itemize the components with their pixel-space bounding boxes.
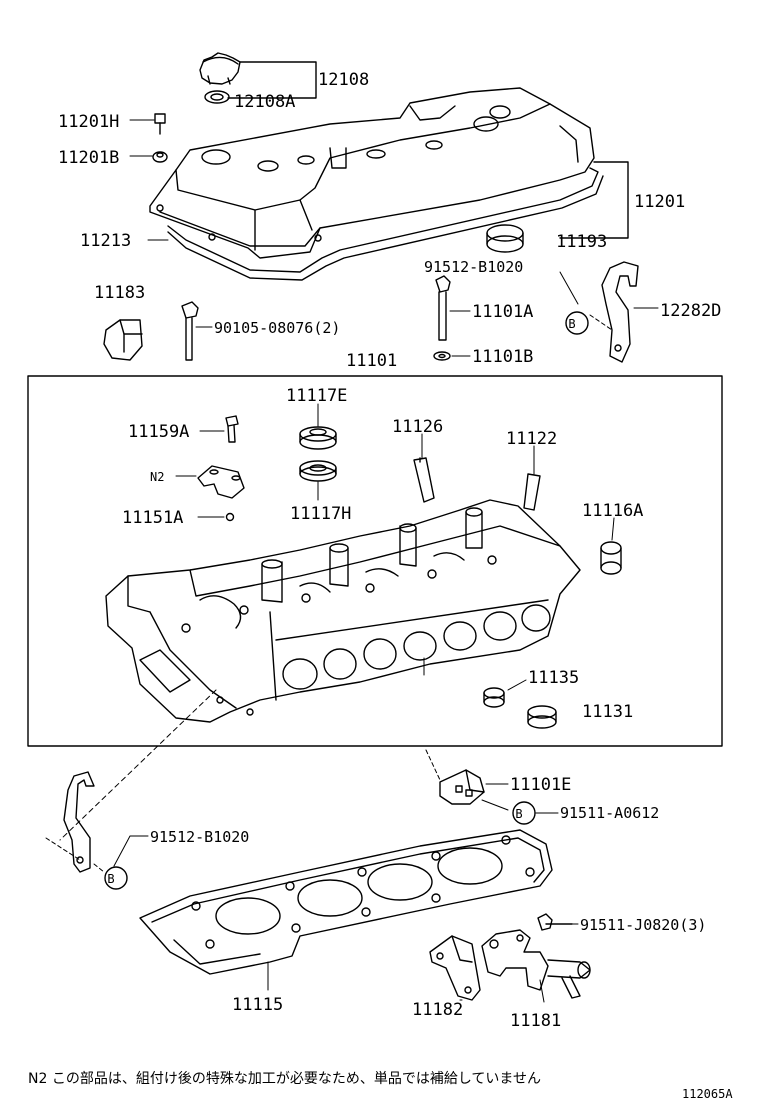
cylinder-head-assembly-frame bbox=[27, 375, 723, 747]
valve-spring-seat-drawing bbox=[299, 460, 337, 482]
label-11135: 11135 bbox=[528, 668, 579, 688]
label-11101b: 11101B bbox=[472, 347, 533, 367]
label-11182: 11182 bbox=[412, 1000, 463, 1020]
head-gasket-drawing bbox=[139, 829, 553, 975]
label-11183: 11183 bbox=[94, 283, 145, 303]
callout-b-bottom-letter: B bbox=[107, 872, 114, 886]
label-11201: 11201 bbox=[634, 192, 685, 212]
seal-11131-drawing bbox=[527, 705, 557, 729]
head-cover-gasket-drawing bbox=[167, 167, 604, 281]
valve-spring-retainer-drawing bbox=[299, 426, 337, 450]
footnote: N2 この部品は、組付け後の特殊な加工が必要なため、単品では補給していません bbox=[28, 1071, 541, 1087]
cam-bearing-cap-drawing bbox=[197, 465, 245, 499]
bolt-11201h-drawing bbox=[154, 113, 166, 135]
label-11193: 11193 bbox=[556, 232, 607, 252]
bolt-91511j-drawing bbox=[537, 913, 573, 931]
bracket-11182-drawing bbox=[429, 935, 481, 1001]
label-90105: 90105-08076(2) bbox=[214, 319, 340, 337]
label-11101e: 11101E bbox=[510, 775, 571, 795]
valve-guide-11122-drawing bbox=[523, 473, 541, 511]
callout-b-middle-letter: B bbox=[515, 807, 522, 821]
figure-id: 112065A bbox=[682, 1087, 733, 1101]
label-11101a: 11101A bbox=[472, 302, 533, 322]
label-11126: 11126 bbox=[392, 417, 443, 437]
label-91511-a0612: 91511-A0612 bbox=[560, 804, 659, 822]
label-11131: 11131 bbox=[582, 702, 633, 722]
label-11115: 11115 bbox=[232, 995, 283, 1015]
label-11181: 11181 bbox=[510, 1011, 561, 1031]
callout-b-bottom bbox=[104, 866, 128, 890]
leader-11201 bbox=[559, 161, 629, 239]
label-12108a: 12108A bbox=[234, 92, 295, 112]
stud-11101a-drawing bbox=[435, 275, 451, 341]
engine-hanger-top-drawing bbox=[601, 261, 639, 363]
bolt-90105-drawing bbox=[181, 301, 199, 361]
cap-gasket-drawing bbox=[204, 90, 230, 104]
cylinder-head-body-drawing bbox=[105, 499, 581, 723]
plug-11183-drawing bbox=[103, 319, 143, 361]
label-12282d: 12282D bbox=[660, 301, 721, 321]
seal-11193-drawing bbox=[486, 224, 524, 253]
label-n2: N2 bbox=[150, 470, 164, 484]
label-11122: 11122 bbox=[506, 429, 557, 449]
oil-filler-cap-drawing bbox=[199, 52, 241, 85]
label-12108: 12108 bbox=[318, 70, 369, 90]
sleeve-11135-drawing bbox=[483, 687, 505, 708]
label-11117h: 11117H bbox=[290, 504, 351, 524]
callout-b-top-letter: B bbox=[568, 317, 575, 331]
label-11201h: 11201H bbox=[58, 112, 119, 132]
label-11201b: 11201B bbox=[58, 148, 119, 168]
label-91512-bottom: 91512-B1020 bbox=[150, 828, 249, 846]
callout-b-middle bbox=[512, 801, 536, 825]
plug-11116a-drawing bbox=[600, 541, 622, 575]
label-11116a: 11116A bbox=[582, 501, 643, 521]
bracket-11181-drawing bbox=[481, 929, 591, 999]
engine-hanger-bottom-drawing bbox=[63, 771, 95, 873]
washer-11101b-drawing bbox=[433, 351, 451, 361]
valve-guide-11126-drawing bbox=[413, 457, 435, 503]
label-11159a: 11159A bbox=[128, 422, 189, 442]
label-11151a: 11151A bbox=[122, 508, 183, 528]
grommet-11201b-drawing bbox=[152, 151, 168, 163]
sensor-11101e-drawing bbox=[439, 769, 485, 805]
pin-11151a-drawing bbox=[225, 512, 235, 522]
label-91512-top: 91512-B1020 bbox=[424, 258, 523, 276]
label-11101: 11101 bbox=[346, 351, 397, 371]
leader-12108 bbox=[227, 61, 317, 99]
callout-b-top bbox=[565, 311, 589, 335]
label-11117e: 11117E bbox=[286, 386, 347, 406]
bolt-11159a-drawing bbox=[225, 415, 239, 443]
label-91511-j0820: 91511-J0820(3) bbox=[580, 916, 706, 934]
label-11213: 11213 bbox=[80, 231, 131, 251]
cylinder-head-cover-drawing bbox=[149, 87, 595, 259]
